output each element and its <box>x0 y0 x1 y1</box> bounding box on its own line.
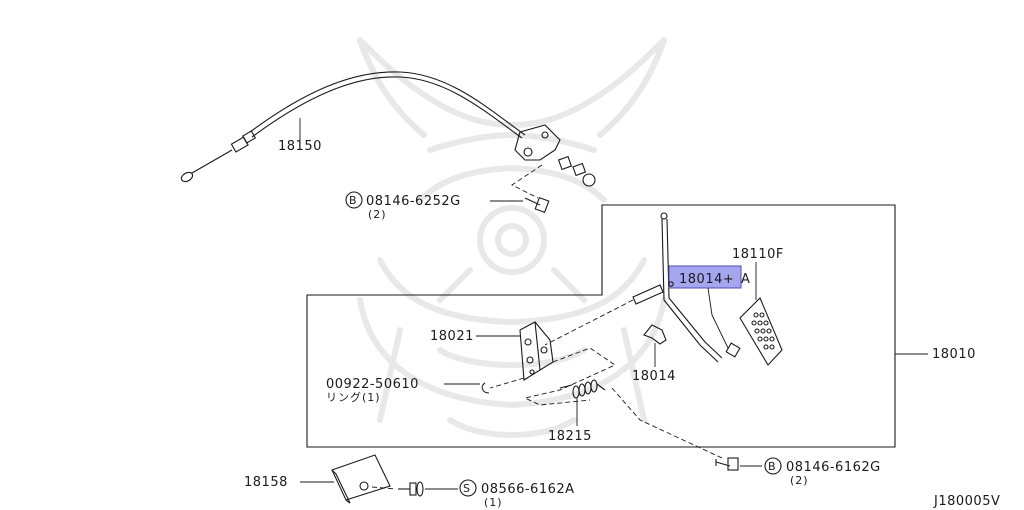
dash-screw <box>371 486 397 490</box>
label-18158: 18158 <box>244 475 288 490</box>
bolt-b-symbol-right <box>764 457 782 475</box>
dash-spring <box>523 347 616 406</box>
qty-bolt-right: (2) <box>790 474 809 487</box>
label-18215: 18215 <box>548 429 592 444</box>
assembly-boundary <box>306 204 896 448</box>
highlight-dot <box>668 281 674 287</box>
label-08566-6162A: 08566-6162A <box>481 482 575 497</box>
pedal-pad <box>739 297 783 366</box>
label-08146-6162G: 08146-6162G <box>786 460 881 475</box>
bolt-top <box>524 196 550 214</box>
dash-top-bolt <box>511 164 543 199</box>
pedal-lever <box>632 212 741 363</box>
qty-bolt-top: (2) <box>368 208 387 221</box>
symbol-s: S <box>463 482 471 495</box>
leader-lever-hl-2 <box>711 314 729 349</box>
return-spring <box>559 379 606 399</box>
label-18014: 18014 <box>632 369 676 384</box>
label-18150: 18150 <box>278 139 322 154</box>
label-08146-6252G: 08146-6252G <box>366 194 461 209</box>
symbol-b-top: B <box>349 194 358 207</box>
dash-bolt-right <box>611 387 723 459</box>
pedal-bracket <box>519 321 554 381</box>
screw-s-symbol <box>459 479 477 497</box>
label-18021: 18021 <box>430 329 474 344</box>
screw <box>398 481 424 497</box>
diagram-code: J180005V <box>933 494 1000 509</box>
label-18010: 18010 <box>932 347 976 362</box>
bolt-right <box>715 457 739 471</box>
watermark-logo <box>357 37 667 438</box>
label-18014-suffix: A <box>741 272 750 287</box>
symbol-b-right: B <box>768 460 777 473</box>
stopper-plate <box>331 454 391 504</box>
label-00922-50610: 00922-50610 <box>326 377 419 392</box>
dash-shaft <box>544 299 634 346</box>
leader-lever-hl <box>707 287 713 316</box>
label-18110F: 18110F <box>732 247 784 262</box>
ring <box>481 382 490 394</box>
clip <box>643 324 667 345</box>
label-18014-plus: 18014+ <box>679 272 734 287</box>
qty-screw: (1) <box>484 496 503 509</box>
dash-ring <box>489 377 525 389</box>
note-ring: リング(1) <box>326 390 381 404</box>
bolt-b-symbol-top <box>345 191 363 209</box>
throttle-cable <box>180 71 596 187</box>
highlight-box <box>668 265 742 289</box>
